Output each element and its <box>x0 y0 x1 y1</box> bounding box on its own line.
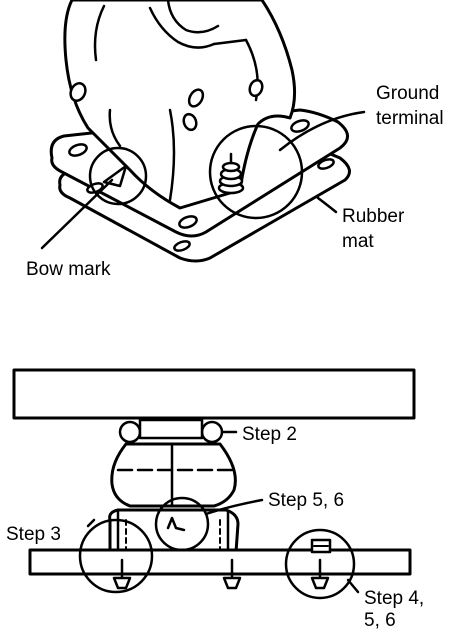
bolt-hole <box>290 119 310 133</box>
flange-bolt <box>248 78 264 98</box>
pedestal-housing <box>110 442 237 508</box>
pedestal-knob-right <box>200 420 224 444</box>
mounting-deck <box>28 548 412 576</box>
label-ground-terminal-line1: Ground <box>376 83 439 104</box>
step456-highlight-circle <box>284 528 356 600</box>
pedestal-body <box>63 0 297 210</box>
label-rubber-mat-line2: mat <box>342 231 374 252</box>
pedestal-knob-left <box>118 420 142 444</box>
deck-bolt-right <box>310 558 330 590</box>
bottom-figure: Step 2 Step 5, 6 Step 3 Step 4, 5, 6 <box>6 368 424 631</box>
label-bow-mark: Bow mark <box>26 259 111 280</box>
label-step2: Step 2 <box>242 424 297 445</box>
flange-bolt <box>182 112 198 132</box>
leader-line-step3 <box>86 518 96 528</box>
ground-terminal-highlight-circle <box>208 124 304 220</box>
leader-line-ground-terminal <box>278 110 366 152</box>
bow-mark-highlight-circle <box>88 146 148 206</box>
label-step456-line1: Step 4, <box>364 588 424 609</box>
label-step456-line2: 5, 6 <box>364 610 396 631</box>
bolt-hole <box>178 215 198 229</box>
label-ground-terminal-line2: terminal <box>376 108 444 129</box>
ground-lug <box>166 516 186 532</box>
leader-line-step56 <box>204 498 264 516</box>
bolt-hole <box>68 143 88 157</box>
bolt-hole <box>173 240 191 252</box>
bolt-hole <box>317 158 335 170</box>
leader-line-rubber-mat <box>316 196 338 214</box>
pedestal-base <box>108 508 240 554</box>
label-step56: Step 5, 6 <box>268 490 344 511</box>
step56-highlight-circle <box>154 496 210 552</box>
flange-bolt <box>69 82 87 102</box>
label-rubber-mat-line1: Rubber <box>342 206 405 227</box>
ground-terminal-icon <box>217 152 245 195</box>
top-figure: Ground terminal Rubber mat Bow mark <box>26 0 444 280</box>
step3-highlight-circle <box>78 518 154 594</box>
flange-bolt <box>187 88 205 108</box>
label-step3: Step 3 <box>6 524 61 545</box>
antenna-radiator <box>12 368 416 420</box>
deck-bolt-center <box>222 558 242 590</box>
leader-line-step456 <box>346 578 360 594</box>
leader-line-bow-mark <box>40 178 114 250</box>
deck-bolt-left <box>112 558 132 590</box>
